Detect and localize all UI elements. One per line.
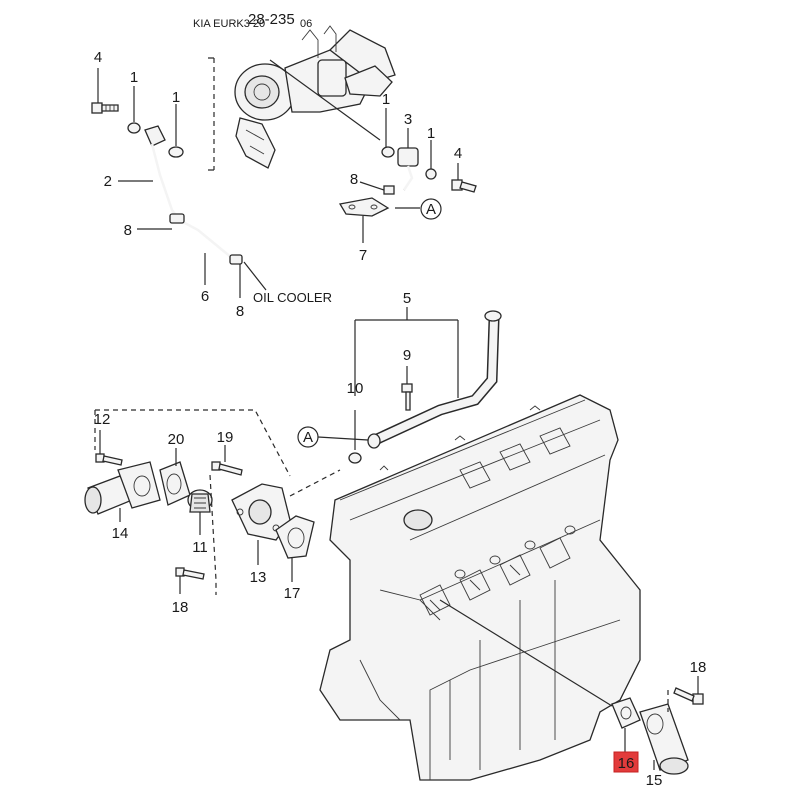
leader-to-gasket-16	[439, 599, 613, 707]
callout-14: 14	[112, 525, 129, 542]
callout-17: 17	[284, 585, 301, 602]
bolt-12	[95, 453, 123, 466]
oil-feed-pipe	[144, 125, 243, 265]
turbocharger-illustration	[234, 25, 396, 169]
water-outlet-15	[639, 703, 689, 775]
thermostat-11	[187, 489, 213, 535]
callout-1c: 1	[382, 91, 390, 108]
header-brand: KIA EURK3 20	[193, 18, 265, 30]
clamp-8-top	[383, 185, 395, 195]
washer-1b	[168, 146, 184, 158]
thermostat-housing-13	[231, 483, 291, 565]
gasket-16	[611, 697, 641, 752]
bolt-4-left	[91, 102, 119, 114]
ref-a-mid-label: A	[303, 429, 313, 446]
o-ring-10	[348, 452, 362, 464]
ref-a-top: A	[420, 198, 442, 220]
callout-5: 5	[403, 290, 411, 307]
callout-16: 16	[618, 755, 635, 772]
pipe-bracket	[354, 307, 459, 450]
bolt-18-right	[673, 676, 704, 705]
callout-18b: 18	[690, 659, 707, 676]
oil-cooler-note: OIL COOLER	[253, 290, 332, 305]
callout-15: 15	[646, 772, 663, 789]
callout-3: 3	[404, 111, 412, 128]
callout-11: 11	[192, 539, 208, 556]
return-union	[397, 147, 419, 191]
callout-10: 10	[347, 380, 364, 397]
callout-6: 6	[201, 288, 209, 305]
callout-1a: 1	[130, 69, 138, 86]
bolt-19	[211, 445, 243, 476]
top-leader-lines	[97, 59, 459, 298]
turbo-bracket-ticks	[208, 57, 214, 171]
callout-19: 19	[217, 429, 234, 446]
washer-1c	[381, 146, 395, 158]
gasket-17	[275, 515, 315, 582]
bolt-9	[401, 366, 413, 411]
washer-1d	[425, 168, 437, 180]
callout-8b: 8	[236, 303, 244, 320]
assembly-dashed-down	[209, 474, 217, 595]
callout-1b: 1	[172, 89, 180, 106]
water-outlet-14	[84, 461, 161, 515]
ref-a-top-label: A	[426, 201, 436, 218]
callout-4b: 4	[454, 145, 462, 162]
coolant-pipe-5	[367, 310, 502, 449]
diagram-header: KIA EURK3 20 28-235 06	[193, 11, 312, 30]
callout-18a: 18	[172, 599, 189, 616]
callout-8c: 8	[350, 171, 358, 188]
callout-13: 13	[250, 569, 267, 586]
callout-1d: 1	[427, 125, 435, 142]
callout-20: 20	[168, 431, 185, 448]
gasket-20	[159, 448, 191, 506]
engine-block-illustration	[319, 394, 641, 781]
callout-12: 12	[94, 411, 111, 428]
header-suffix: 06	[300, 18, 312, 30]
gasket-7	[338, 197, 390, 217]
callout-7: 7	[359, 247, 367, 264]
callout-9: 9	[403, 347, 411, 364]
bolt-18-left	[175, 567, 205, 594]
ref-a-mid: A	[297, 426, 369, 448]
bolt-4-right	[451, 179, 477, 193]
header-code: 28-235	[248, 11, 295, 28]
callout-2: 2	[104, 173, 112, 190]
callout-labels: 4 1 1 2 8 6 8 OIL COOLER 1 3 1 4 8 7 5 9…	[94, 49, 707, 789]
washer-1a	[127, 122, 141, 134]
highlighted-callout-16[interactable]: 16	[613, 751, 639, 773]
assembly-dashed-outline	[94, 409, 291, 477]
callout-8a: 8	[124, 222, 132, 239]
housing-to-engine-dash	[289, 469, 341, 497]
callout-4a: 4	[94, 49, 102, 66]
